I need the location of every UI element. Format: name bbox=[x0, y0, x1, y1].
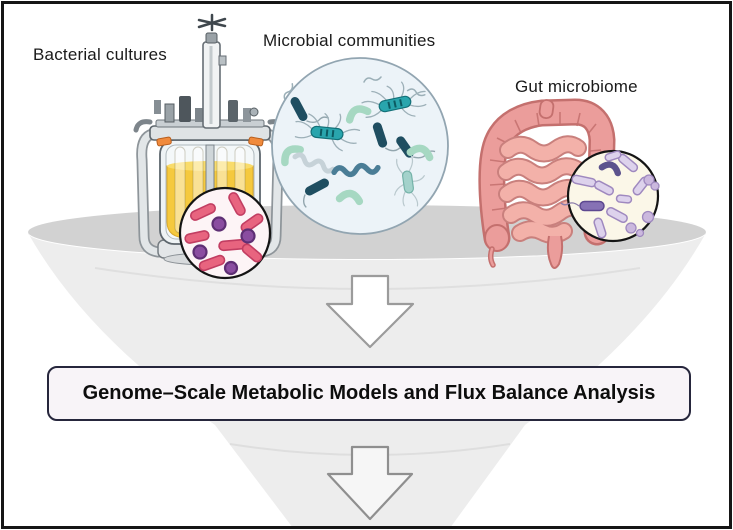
analysis-box: Genome–Scale Metabolic Models and Flux B… bbox=[47, 366, 691, 421]
gut-microbiome-label: Gut microbiome bbox=[515, 77, 638, 96]
gut-microbiome-inset bbox=[560, 149, 660, 243]
microbial-communities-label: Microbial communities bbox=[263, 31, 436, 50]
down-arrow-top bbox=[325, 274, 415, 349]
bacterial-cultures-label: Bacterial cultures bbox=[33, 45, 167, 64]
down-arrow-bottom bbox=[326, 445, 414, 521]
microbial-communities-circle bbox=[271, 57, 449, 235]
bacterial-culture-inset bbox=[178, 186, 272, 280]
analysis-box-title: Genome–Scale Metabolic Models and Flux B… bbox=[82, 382, 656, 404]
stirrer-icon bbox=[197, 13, 227, 32]
